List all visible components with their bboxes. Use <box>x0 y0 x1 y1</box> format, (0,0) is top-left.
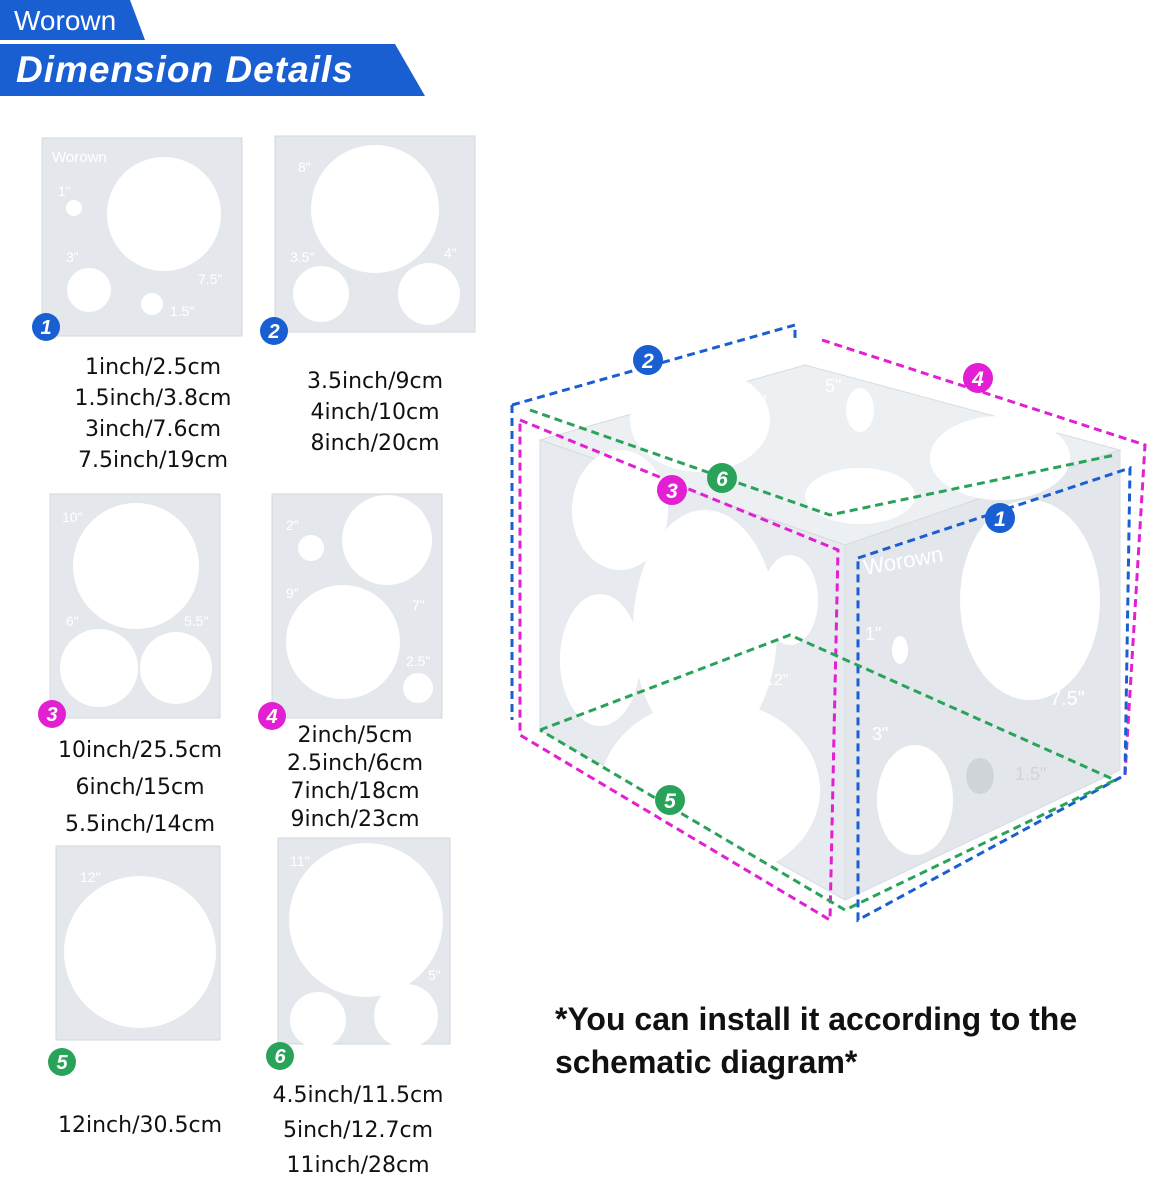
size-line: 4.5inch/11.5cm <box>272 1083 444 1108</box>
panel-4-mark: 2.5" <box>406 653 430 669</box>
outline-panel-5 <box>539 633 1119 912</box>
size-line: 3inch/7.6cm <box>84 417 222 442</box>
panel-2-mark: 4" <box>444 245 457 261</box>
panel-5-number: 5 <box>56 1052 68 1074</box>
panel-4-mark: 9" <box>286 585 299 601</box>
panel-2-number: 2 <box>267 321 279 343</box>
panel-1-mark: 3" <box>66 249 79 265</box>
panel-1-brand-mark: Worown <box>52 149 107 166</box>
size-line: 7inch/18cm <box>290 779 420 804</box>
diagram-badge-number: 1 <box>994 508 1006 531</box>
panel-1-template: Worown 1" 3" 7.5" 1.5" 1 <box>32 137 243 341</box>
panel-4-badge <box>258 702 286 730</box>
diagram-badge-3 <box>657 475 687 505</box>
diagram-mark: 8" <box>750 392 766 412</box>
panel-6-template: 11" 5" 6 <box>266 837 451 1070</box>
size-line: 5inch/12.7cm <box>282 1118 433 1143</box>
panel-5-template: 12" 5 <box>48 845 221 1076</box>
diagram-badge-number: 5 <box>664 790 676 813</box>
size-line: 9inch/23cm <box>290 807 420 832</box>
diagram-badge-6 <box>707 463 737 493</box>
panel-6-mark: 11" <box>290 853 310 869</box>
diagram-badge-number: 2 <box>641 350 654 373</box>
panel-2-badge <box>260 317 288 345</box>
panel-2-mark: 3.5" <box>290 249 314 265</box>
size-line: 6inch/15cm <box>75 775 205 800</box>
diagram-badge-1 <box>985 503 1015 533</box>
diagram-badge-number: 3 <box>666 480 678 503</box>
panel-3-mark: 6" <box>66 613 79 629</box>
panel-5-mark: 12" <box>80 869 101 885</box>
panel-3-badge <box>38 700 66 728</box>
panel-2-sizes: 3.5inch/9cm 4inch/10cm 8inch/20cm <box>250 366 500 459</box>
size-line: 2inch/5cm <box>297 723 413 748</box>
outline-panel-1 <box>856 465 1132 923</box>
panel-2-mark: 8" <box>298 159 311 175</box>
page-title: Dimension Details <box>16 49 354 90</box>
outline-panel-2 <box>511 323 797 407</box>
diagram-mark: 7.5" <box>1050 688 1085 710</box>
panel-4-mark: 2" <box>286 517 299 533</box>
panel-3-template: 10" 6" 5.5" 3 <box>38 493 221 728</box>
diagram-mark: 2.5" <box>1000 664 1031 684</box>
size-line: 3.5inch/9cm <box>306 369 444 394</box>
panel-3-number: 3 <box>46 704 57 726</box>
assembly-diagram: Worown 8" 5" 1" 3" 7.5" 2.5" 1.5" 12" 2 … <box>510 323 1147 923</box>
panel-3-mark: 5.5" <box>184 613 208 629</box>
diagram-mark: 12" <box>765 672 788 689</box>
brand-name: Worown <box>14 5 117 36</box>
diagram-mark: 1.5" <box>1015 764 1046 784</box>
size-line: 4inch/10cm <box>310 400 440 425</box>
panel-1-mark: 1.5" <box>170 303 194 319</box>
installation-note: *You can install it according to the sch… <box>555 1001 1078 1080</box>
outline-panel-6 <box>529 408 1116 517</box>
panel-4-mark: 7" <box>412 597 425 613</box>
panel-1-number: 1 <box>40 317 51 339</box>
panel-4-template: 2" 9" 7" 2.5" 4 <box>258 493 443 730</box>
title-banner: Dimension Details <box>0 44 425 96</box>
panel-4-number: 4 <box>265 706 277 728</box>
panel-3-mark: 10" <box>62 509 83 525</box>
size-line: 1.5inch/3.8cm <box>74 386 232 411</box>
panel-1-sizes: 1inch/2.5cm 1.5inch/3.8cm 3inch/7.6cm 7.… <box>28 352 278 476</box>
diagram-badge-4 <box>963 363 993 393</box>
diagram-badge-2 <box>633 345 663 375</box>
panel-2-template: 8" 3.5" 4" 2 <box>260 135 476 345</box>
diagram-mark: 1" <box>865 624 881 644</box>
size-line: 8inch/20cm <box>310 431 440 456</box>
panel-1-badge <box>32 313 60 341</box>
brand-tag: Worown <box>0 0 145 40</box>
panel-1-mark: 1" <box>58 183 71 199</box>
panel-5-sizes: 12inch/30.5cm <box>15 1110 265 1141</box>
panel-6-sizes: 4.5inch/11.5cm 5inch/12.7cm 11inch/28cm <box>233 1078 483 1183</box>
panel-5-badge <box>48 1048 76 1076</box>
outline-panel-4 <box>821 338 1147 776</box>
size-line: 2.5inch/6cm <box>286 751 424 776</box>
size-line: 11inch/28cm <box>286 1153 430 1178</box>
size-line: 7.5inch/19cm <box>77 448 228 473</box>
size-line: 1inch/2.5cm <box>84 355 222 380</box>
size-line: 12inch/30.5cm <box>57 1113 222 1138</box>
panel-6-badge <box>266 1042 294 1070</box>
diagram-badge-number: 6 <box>716 468 728 491</box>
panel-6-number: 6 <box>274 1046 286 1068</box>
size-line: 10inch/25.5cm <box>57 738 222 763</box>
panel-4-sizes: 2inch/5cm 2.5inch/6cm 7inch/18cm 9inch/2… <box>240 722 470 834</box>
diagram-badge-number: 4 <box>971 368 984 391</box>
diagram-mark: 3" <box>872 724 888 744</box>
panel-3-sizes: 10inch/25.5cm 6inch/15cm 5.5inch/14cm <box>15 732 265 843</box>
diagram-mark: 5" <box>825 376 841 396</box>
diagram-badge-5 <box>655 785 685 815</box>
size-line: 5.5inch/14cm <box>64 812 215 837</box>
panel-1-mark: 7.5" <box>198 271 222 287</box>
panel-6-mark: 5" <box>428 967 441 983</box>
